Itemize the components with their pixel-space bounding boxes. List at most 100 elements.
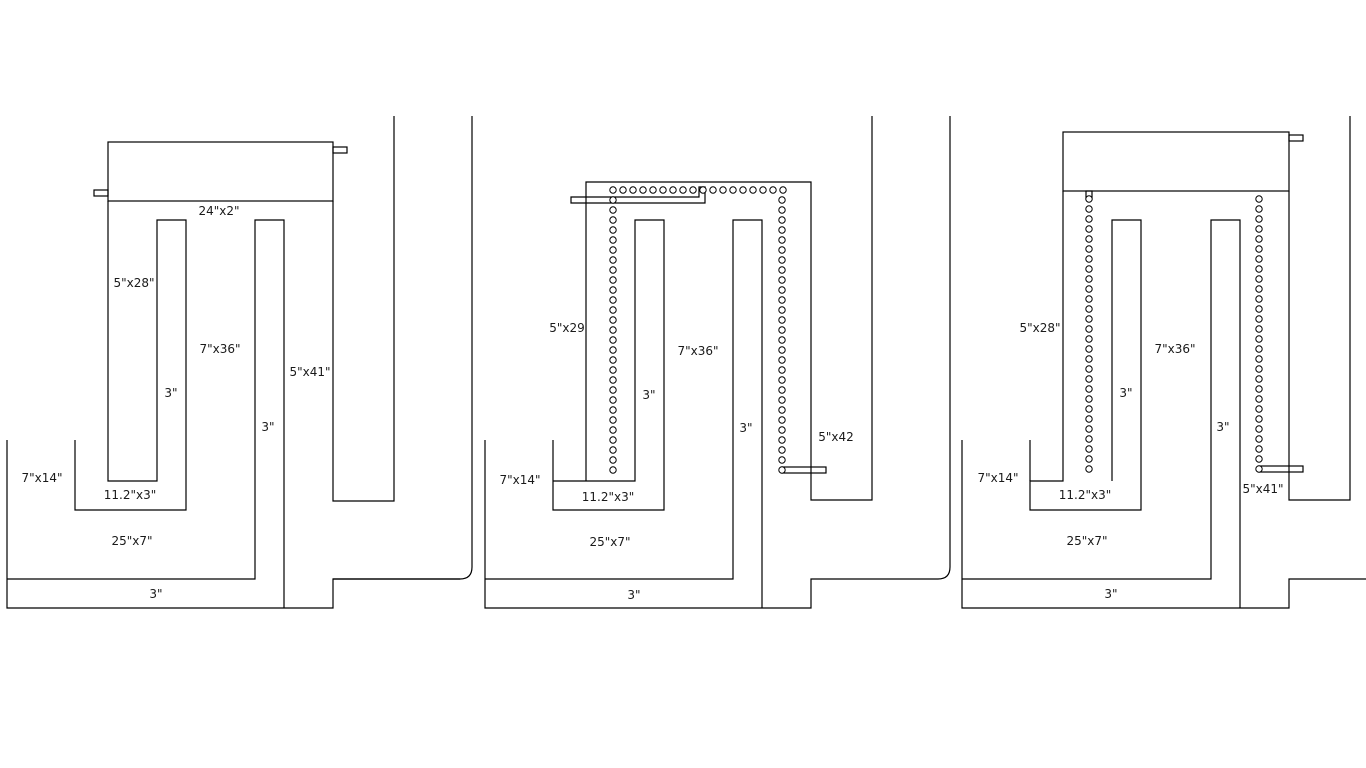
perforation-hole: [1085, 225, 1093, 233]
perforation-hole: [1255, 455, 1263, 463]
perforation-hole: [769, 186, 777, 194]
perforation-hole: [1085, 345, 1093, 353]
inner-wall-2: [962, 219, 1241, 608]
perforation-hole: [669, 186, 677, 194]
label-inner-wall-2: 3": [1216, 420, 1229, 434]
perforation-hole: [1255, 465, 1263, 473]
label-inner-wall-1: 3": [1119, 386, 1132, 400]
perforation-hole: [609, 196, 617, 204]
label-bottom-chamber: 25"x7": [1066, 534, 1107, 548]
perforation-hole: [778, 396, 786, 404]
perforation-hole: [1085, 375, 1093, 383]
perforation-hole: [1085, 455, 1093, 463]
outlet-pipe-top: [1288, 134, 1304, 142]
right-riser-wall: [332, 116, 395, 502]
perforation-hole: [1255, 245, 1263, 253]
perforation-hole: [778, 366, 786, 374]
perforation-hole: [1085, 205, 1093, 213]
perforation-hole: [609, 426, 617, 434]
perforation-hole: [778, 226, 786, 234]
perforation-hole: [739, 186, 747, 194]
perforation-hole: [1255, 415, 1263, 423]
perforation-hole: [609, 186, 617, 194]
label-left-inlet: 7"x14": [977, 471, 1018, 485]
perforation-hole: [609, 456, 617, 464]
perforation-hole: [1255, 425, 1263, 433]
perforation-hole: [1255, 315, 1263, 323]
perforation-hole: [778, 436, 786, 444]
inner-wall-1: [74, 201, 187, 511]
perforation-hole: [759, 186, 767, 194]
panel-design-2: 5"x29 7"x36" 3" 3" 5"x42 7"x14" 11.2"x3"…: [484, 116, 951, 609]
perforation-hole: [609, 336, 617, 344]
top-chamber: [107, 141, 334, 202]
perforation-hole: [609, 376, 617, 384]
perforation-hole: [609, 276, 617, 284]
perforation-holes: [609, 186, 787, 474]
perforation-hole: [1085, 265, 1093, 273]
perforation-hole: [778, 336, 786, 344]
perforation-hole: [1255, 235, 1263, 243]
riser-enclosure: [585, 116, 873, 501]
perforation-hole: [778, 266, 786, 274]
perforation-hole: [609, 466, 617, 474]
perforation-hole: [609, 316, 617, 324]
perforation-hole: [778, 346, 786, 354]
perforation-hole: [609, 416, 617, 424]
perforation-hole: [1255, 335, 1263, 343]
perforation-hole: [719, 186, 727, 194]
inlet-pipe: [93, 189, 109, 197]
perforation-hole: [1255, 365, 1263, 373]
panel-design-1: 24"x2" 5"x28" 7"x36" 3" 5"x41" 3" 7"x14"…: [6, 116, 473, 609]
perforation-hole: [778, 246, 786, 254]
perforation-hole: [619, 186, 627, 194]
perforation-hole: [1085, 215, 1093, 223]
inner-wall-1: [1029, 191, 1142, 511]
outlet-pipe: [781, 466, 827, 474]
outer-wall: [484, 116, 951, 609]
perforation-hole: [778, 286, 786, 294]
outer-wall-curve: [333, 116, 473, 580]
right-riser-wall: [1288, 116, 1351, 501]
perforation-hole: [609, 396, 617, 404]
perforation-hole: [709, 186, 717, 194]
perforation-hole: [778, 236, 786, 244]
label-base-wall: 3": [149, 587, 162, 601]
perforation-hole: [1085, 325, 1093, 333]
perforation-hole: [779, 186, 787, 194]
label-bottom-connector: 11.2"x3": [1059, 488, 1112, 502]
perforation-hole: [609, 366, 617, 374]
outlet-pipe: [332, 146, 348, 154]
perforation-hole: [609, 256, 617, 264]
top-chamber: [1062, 131, 1290, 192]
perforation-hole: [778, 196, 786, 204]
label-left-riser: 5"x28": [1019, 321, 1060, 335]
label-inner-wall-2: 3": [261, 420, 274, 434]
perforation-hole: [609, 236, 617, 244]
perforation-hole: [609, 266, 617, 274]
perforation-hole: [609, 216, 617, 224]
perforation-holes: [1085, 195, 1263, 473]
perforation-hole: [1085, 395, 1093, 403]
perforation-hole: [609, 326, 617, 334]
perforation-hole: [609, 446, 617, 454]
perforation-hole: [1085, 365, 1093, 373]
perforation-hole: [1255, 375, 1263, 383]
perforation-hole: [778, 296, 786, 304]
label-base-wall: 3": [1104, 587, 1117, 601]
perforation-hole: [609, 246, 617, 254]
perforation-hole: [1255, 265, 1263, 273]
perforation-hole: [1255, 345, 1263, 353]
perforation-hole: [778, 256, 786, 264]
perforation-hole: [778, 406, 786, 414]
perforation-hole: [1085, 335, 1093, 343]
label-top-chamber: 24"x2": [198, 204, 239, 218]
label-bottom-connector: 11.2"x3": [104, 488, 157, 502]
perforation-hole: [1085, 275, 1093, 283]
perforation-hole: [1255, 255, 1263, 263]
perforation-hole: [1255, 395, 1263, 403]
perforation-hole: [778, 386, 786, 394]
perforation-hole: [1255, 215, 1263, 223]
perforation-hole: [689, 186, 697, 194]
